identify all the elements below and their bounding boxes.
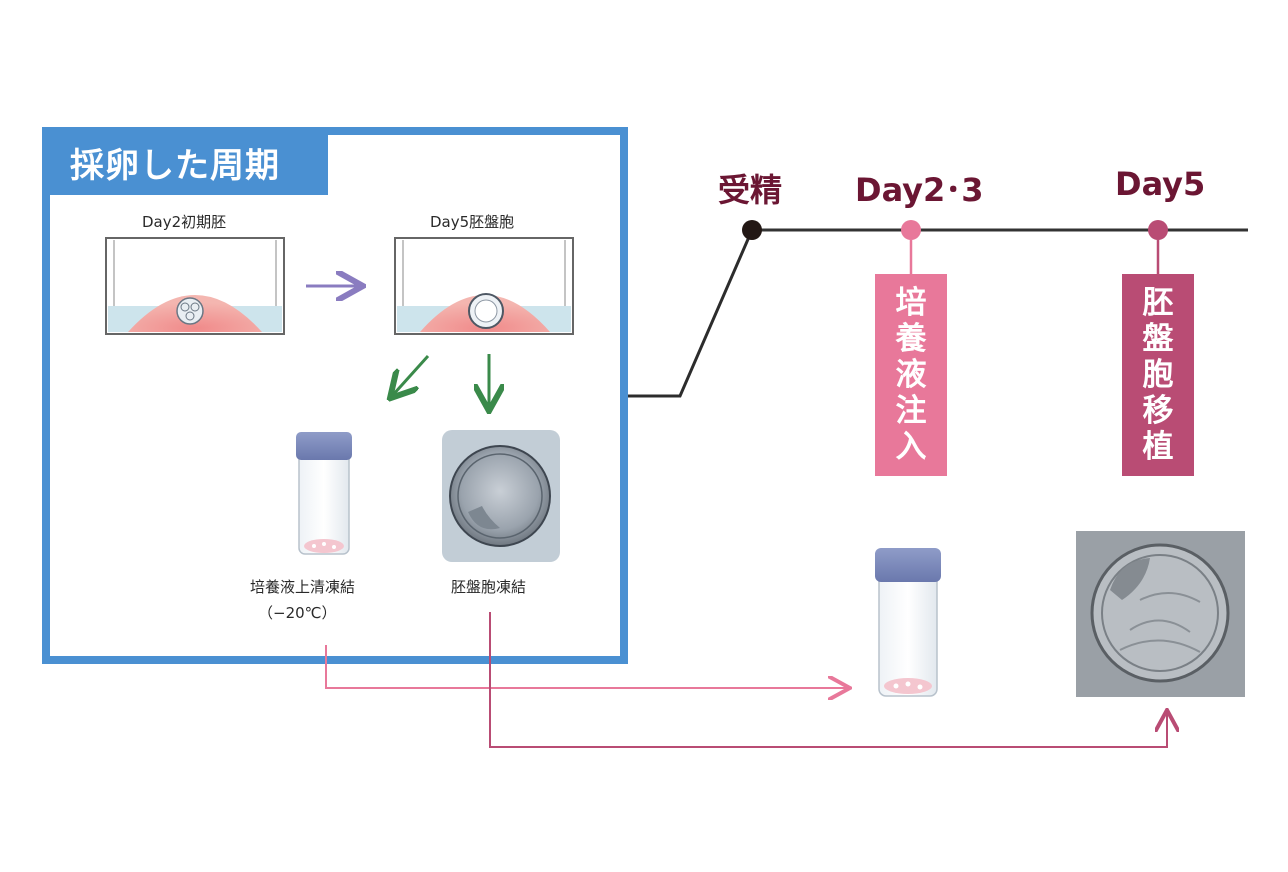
- day23-label: Day2･3: [855, 171, 984, 209]
- day5-label: Day5: [1115, 165, 1206, 203]
- medium-injection-char: 液: [895, 357, 927, 393]
- fertilization-dot: [742, 220, 762, 240]
- fertilization-label: 受精: [718, 171, 783, 209]
- day5-dish: [394, 237, 574, 335]
- panel-title: 採卵した周期: [70, 146, 280, 186]
- panel-to-fertilization-line: [628, 229, 754, 398]
- green-arrow-left: [392, 354, 430, 396]
- blastocyst-transfer-char: 移: [1142, 393, 1174, 429]
- blastocyst-illustration-icon: [442, 430, 560, 562]
- blastocyst-connector-arrow: [489, 612, 1167, 748]
- dish-day5-label: Day5胚盤胞: [430, 213, 515, 231]
- blastocyst-freeze-caption: 胚盤胞凍結: [451, 578, 527, 596]
- medium-injection-char: 入: [895, 429, 927, 465]
- medium-connector-arrow: [325, 645, 848, 688]
- day23-dot: [901, 220, 921, 240]
- medium-injection-box: 培 養 液 注 入: [875, 274, 947, 476]
- day2-dish: [105, 237, 285, 335]
- vial-caption-line1: 培養液上清凍結: [250, 578, 356, 596]
- blastocyst-transfer-char: 植: [1142, 429, 1174, 465]
- dish-day2-label: Day2初期胚: [142, 213, 227, 231]
- blastocyst-transfer-char: 胞: [1142, 357, 1174, 393]
- blastocyst-transfer-char: 胚: [1142, 285, 1174, 321]
- blastocyst-photo-icon: [1076, 531, 1245, 697]
- ivf-cycle-panel: [42, 127, 628, 664]
- medium-injection-char: 培: [895, 285, 927, 321]
- blastocyst-transfer-box: 胚 盤 胞 移 植: [1122, 274, 1194, 476]
- panel-title-tab: [42, 127, 328, 195]
- vial-caption-line2: （−20℃）: [258, 604, 337, 622]
- culture-medium-vial-icon: [296, 432, 352, 555]
- day5-dot: [1148, 220, 1168, 240]
- blastocyst-transfer-char: 盤: [1142, 321, 1174, 357]
- medium-injection-char: 注: [895, 393, 927, 429]
- medium-injection-char: 養: [895, 321, 927, 357]
- injected-medium-vial-icon: [875, 548, 941, 697]
